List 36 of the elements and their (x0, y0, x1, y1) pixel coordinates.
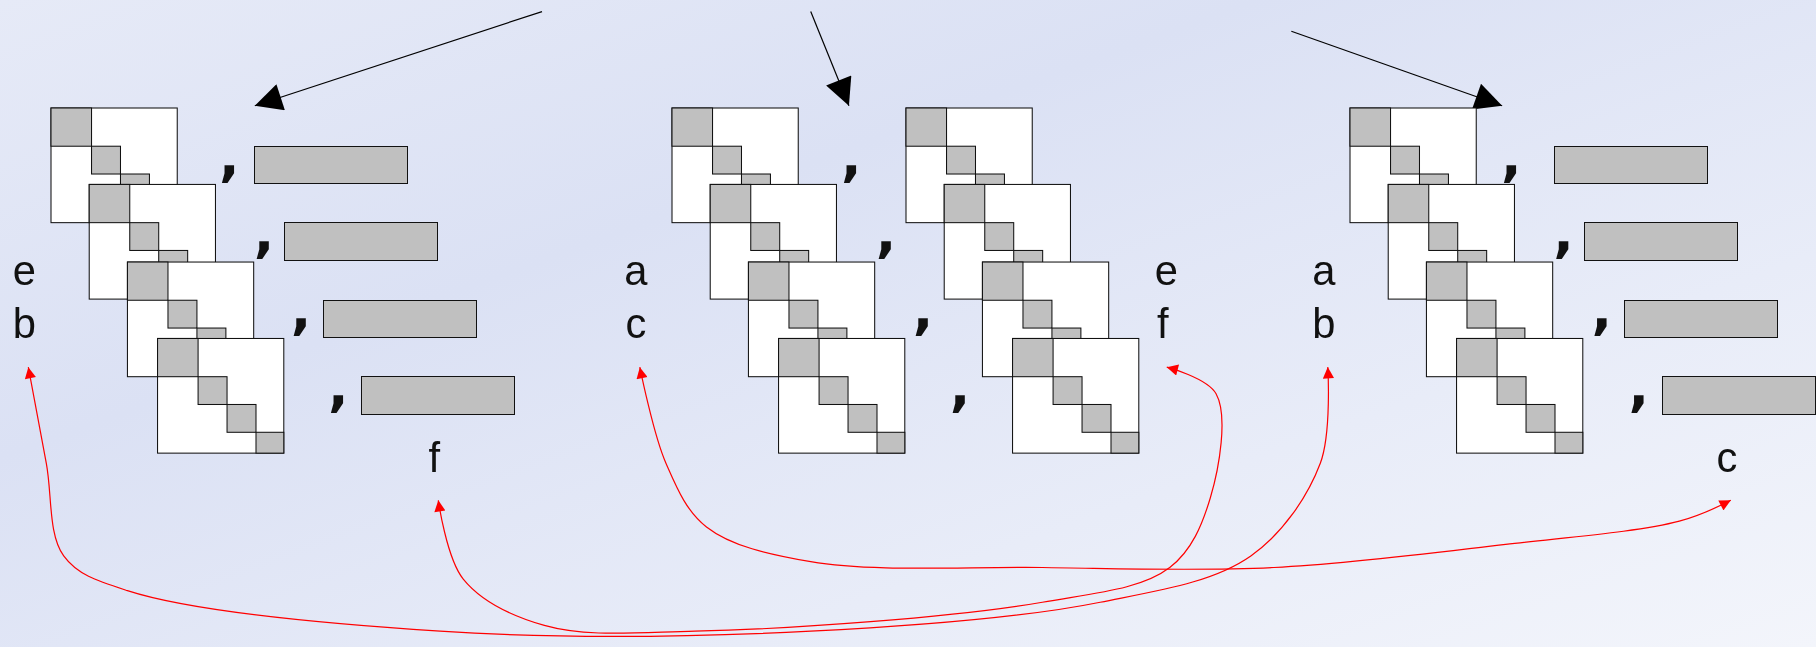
letter-label: a (1312, 250, 1336, 292)
comma-mark: , (875, 206, 897, 261)
letter-label: a (624, 250, 648, 292)
letter-label: c (625, 303, 647, 346)
comma-mark: , (219, 129, 240, 184)
letter-label: e (1154, 250, 1178, 292)
comma-mark: , (1591, 282, 1613, 337)
comma-mark: , (327, 360, 349, 415)
letter-label: b (12, 303, 36, 346)
comma-mark: , (912, 282, 934, 337)
comma-mark: , (1553, 206, 1574, 261)
shaded-bar (253, 145, 408, 185)
curved-arrow (24, 366, 1334, 637)
arrow (1290, 30, 1503, 110)
shaded-bar (1661, 376, 1816, 415)
shaded-bar (361, 376, 516, 415)
curved-arrow (636, 366, 1732, 571)
letter-label: e (12, 250, 36, 292)
letter-label: c (1716, 436, 1738, 479)
comma-mark: , (1628, 360, 1650, 415)
shaded-bar (323, 299, 478, 339)
comma-mark: , (253, 206, 275, 261)
shaded-bar (1584, 222, 1739, 261)
comma-mark: , (1501, 129, 1522, 184)
arrow (810, 11, 852, 107)
letter-label: b (1312, 303, 1336, 346)
shaded-bar (1554, 145, 1709, 185)
letter-label: f (1157, 303, 1169, 346)
shaded-bar (283, 222, 438, 261)
letter-label: f (428, 436, 441, 479)
comma-mark: , (290, 282, 312, 337)
comma-mark: , (949, 360, 971, 415)
curved-arrow (434, 364, 1223, 634)
arrow (254, 11, 543, 111)
shaded-bar (1623, 299, 1778, 339)
comma-mark: , (840, 129, 862, 184)
